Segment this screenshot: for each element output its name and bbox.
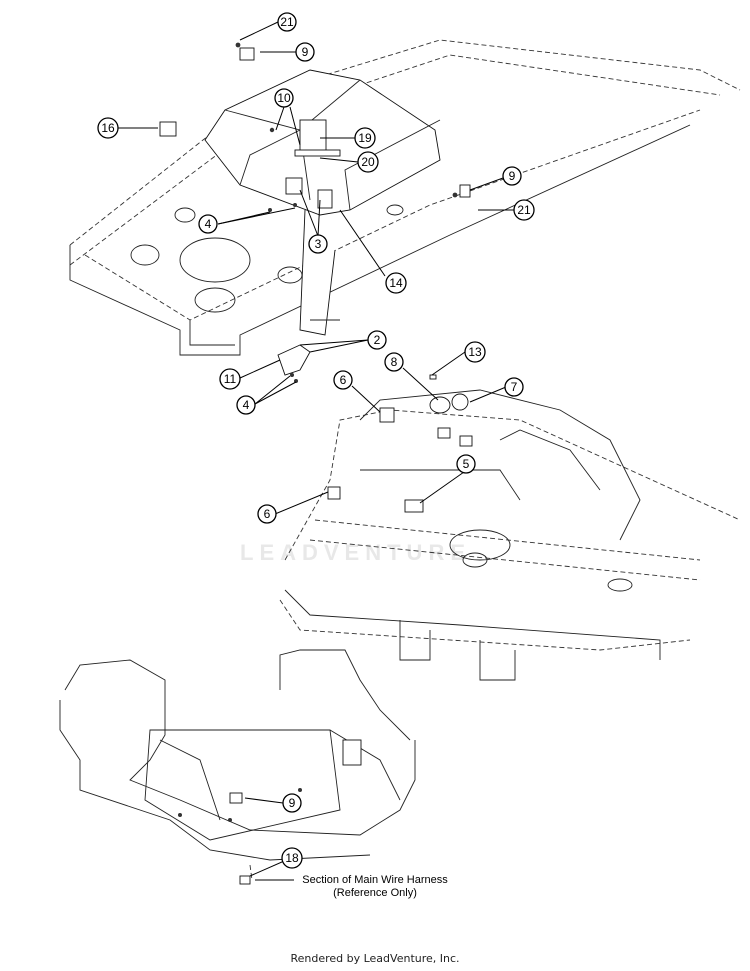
harness-note-line1: Section of Main Wire Harness	[302, 874, 448, 886]
svg-text:6: 6	[264, 507, 271, 521]
leader-lines	[118, 21, 514, 881]
callout-7: 7	[504, 377, 524, 397]
callouts: 21 9 10 16 19 20 9 21	[97, 12, 535, 869]
top-frame-assembly	[69, 39, 741, 383]
callout-18: 18	[281, 847, 303, 869]
footer-credit: Rendered by LeadVenture, Inc.	[290, 952, 460, 965]
callout-21-top: 21	[277, 12, 297, 32]
svg-text:4: 4	[243, 398, 250, 412]
harness-note: Section of Main Wire Harness (Reference …	[290, 874, 460, 900]
callout-9-bottom: 9	[282, 793, 302, 813]
callout-9-right: 9	[502, 166, 522, 186]
svg-text:16: 16	[101, 121, 115, 135]
svg-text:9: 9	[289, 796, 296, 810]
svg-text:20: 20	[361, 155, 375, 169]
callout-19: 19	[354, 127, 376, 149]
svg-text:21: 21	[517, 203, 531, 217]
callout-4-top: 4	[198, 214, 218, 234]
callout-16: 16	[97, 117, 119, 139]
svg-text:8: 8	[391, 355, 398, 369]
svg-text:9: 9	[302, 45, 309, 59]
callout-10: 10	[274, 88, 294, 108]
svg-text:4: 4	[205, 217, 212, 231]
svg-text:5: 5	[463, 457, 470, 471]
bottom-frame-assembly	[59, 649, 416, 885]
callout-20: 20	[357, 151, 379, 173]
callout-3: 3	[308, 234, 328, 254]
svg-text:7: 7	[511, 380, 518, 394]
middle-frame-assembly	[279, 374, 741, 681]
svg-text:19: 19	[358, 131, 372, 145]
callout-8: 8	[384, 352, 404, 372]
svg-text:9: 9	[509, 169, 516, 183]
svg-text:3: 3	[315, 237, 322, 251]
callout-21-right: 21	[513, 199, 535, 221]
callout-9-top: 9	[295, 42, 315, 62]
svg-text:6: 6	[340, 373, 347, 387]
svg-text:14: 14	[389, 276, 403, 290]
callout-14: 14	[385, 272, 407, 294]
svg-text:11: 11	[224, 372, 237, 386]
callout-5: 5	[456, 454, 476, 474]
svg-text:18: 18	[285, 851, 299, 865]
svg-text:13: 13	[468, 345, 482, 359]
callout-13: 13	[464, 341, 486, 363]
svg-text:10: 10	[277, 91, 291, 105]
callout-2: 2	[367, 330, 387, 350]
callout-6-upper: 6	[333, 370, 353, 390]
callout-11: 11	[219, 368, 241, 390]
callout-4-lower: 4	[236, 395, 256, 415]
svg-text:21: 21	[280, 15, 294, 29]
harness-note-line2: (Reference Only)	[333, 887, 417, 899]
svg-text:2: 2	[374, 333, 381, 347]
callout-6-lower: 6	[257, 504, 277, 524]
